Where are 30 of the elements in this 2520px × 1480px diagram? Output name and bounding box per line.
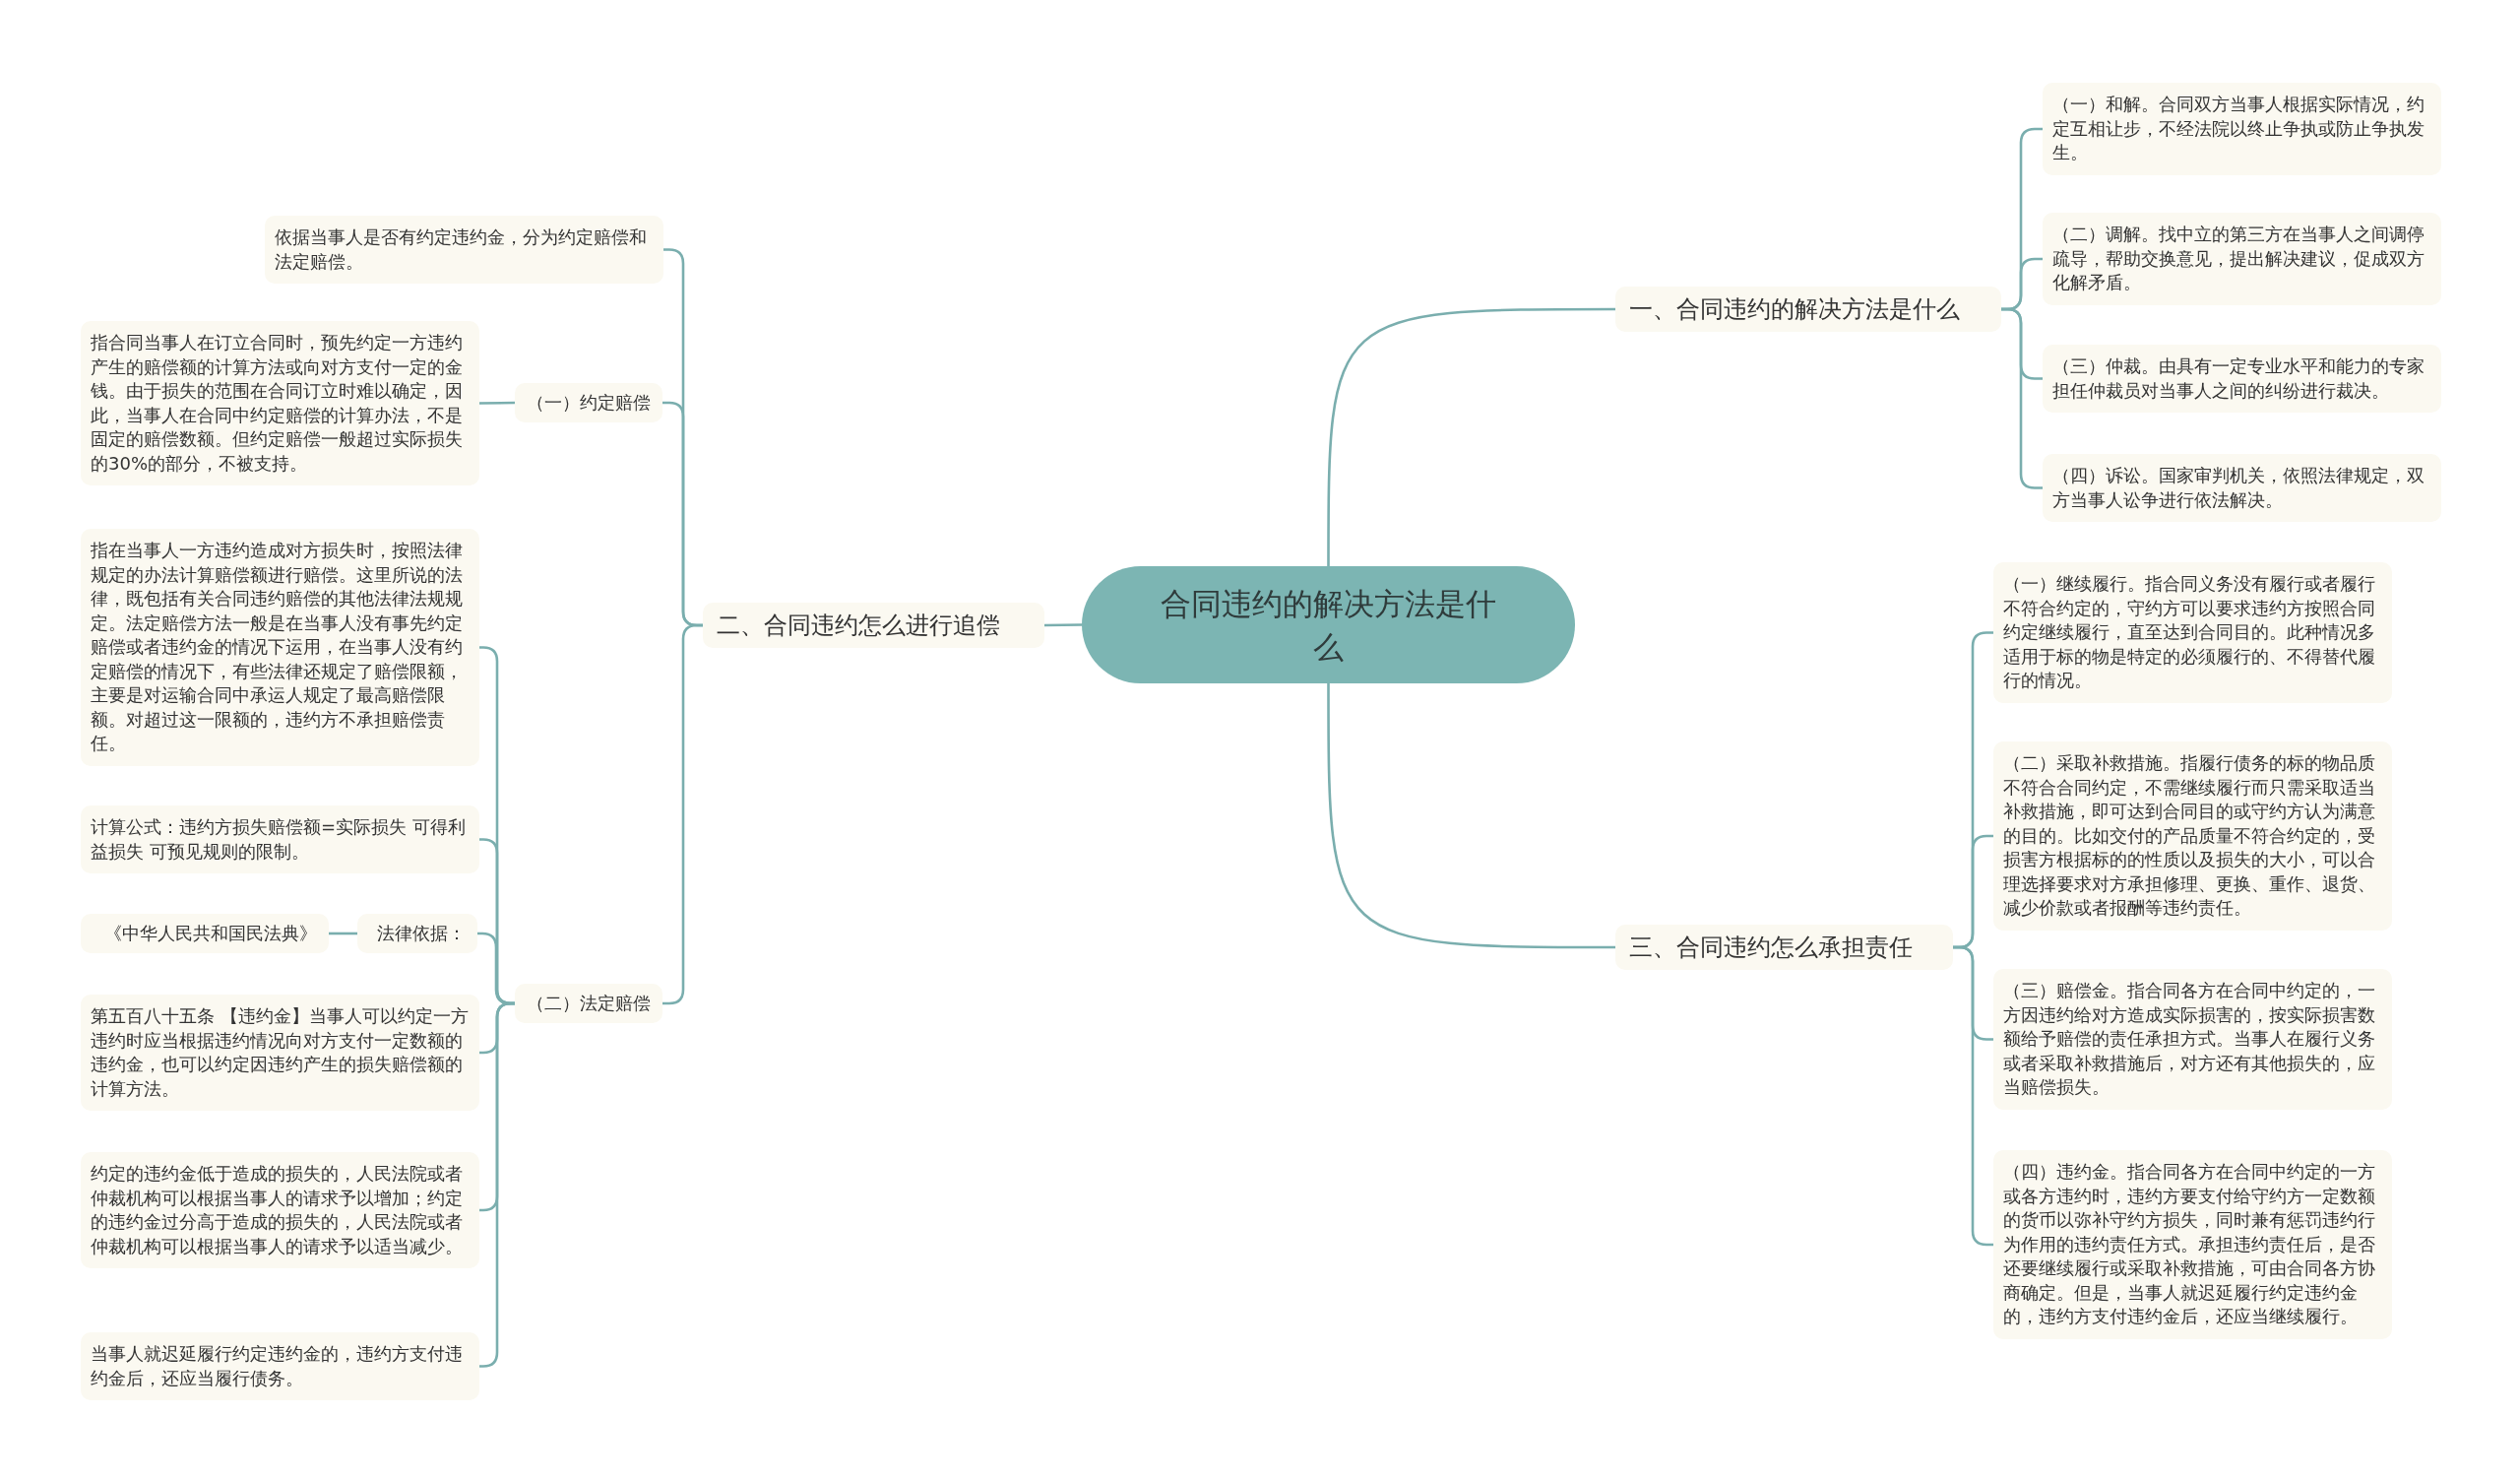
text-card: （四）诉讼。国家审判机关，依照法律规定，双方当事人讼争进行依法解决。 — [2043, 454, 2441, 522]
subtopic-label: （二）法定赔偿 — [515, 984, 662, 1023]
branch-topic: 二、合同违约怎么进行追偿 — [703, 603, 1044, 648]
connector-line — [1327, 307, 1615, 566]
connector-line — [1953, 945, 1993, 1247]
connector-line — [2001, 307, 2043, 489]
text-card: 约定的违约金低于造成的损失的，人民法院或者仲裁机构可以根据当事人的请求予以增加；约定的违约金过分高于造成的损失的，人民法院或者仲裁机构可以根据当事人的请求予以适当减少。 — [81, 1152, 479, 1268]
central-topic: 合同违约的解决方法是什么 — [1082, 566, 1575, 683]
text-card: 依据当事人是否有约定违约金，分为约定赔偿和法定赔偿。 — [265, 216, 663, 284]
connector-line — [329, 932, 357, 935]
text-card: （三）仲裁。由具有一定专业水平和能力的专家担任仲裁员对当事人之间的纠纷进行裁决。 — [2043, 345, 2441, 413]
text-card: 当事人就迟延履行约定违约金的，违约方支付违约金后，还应当履行债务。 — [81, 1332, 479, 1400]
branch-topic: 三、合同违约怎么承担责任 — [1615, 925, 1953, 970]
text-card: 计算公式：违约方损失赔偿额=实际损失 可得利益损失 可预见规则的限制。 — [81, 805, 479, 873]
subtopic-label: 法律依据： — [357, 914, 477, 953]
text-card: 指合同当事人在订立合同时，预先约定一方违约产生的赔偿额的计算方法或向对方支付一定的金钱。由于损失的范围在合同订立时难以确定，因此，当事人在合同中约定赔偿的计算办法，不是固定的赔偿数额。但约定赔偿一般超过实际损失的30%的部分，不被支持。 — [81, 321, 479, 485]
branch-topic: 一、合同违约的解决方法是什么 — [1615, 287, 2001, 332]
text-card: （一）继续履行。指合同义务没有履行或者履行不符合约定的，守约方可以要求违约方按照合同约定继续履行，直至达到合同目的。此种情况多适用于标的物是特定的必须履行的、不得替代履行的情况。 — [1993, 562, 2392, 703]
text-card: 第五百八十五条 【违约金】当事人可以约定一方违约时应当根据违约情况向对方支付一定数额的违约金，也可以约定因违约产生的损失赔偿额的计算方法。 — [81, 995, 479, 1111]
text-card: （二）采取补救措施。指履行债务的标的物品质不符合合同约定，不需继续履行而只需采取适当补救措施，即可达到合同目的或守约方认为满意的目的。比如交付的产品质量不符合约定的，受损害方根据标的的性质以及损失的大小，可以合理选择要求对方承担修理、更换、重作、退货、减少价款或者报酬等违约责任。 — [1993, 741, 2392, 931]
text-card: （三）赔偿金。指合同各方在合同中约定的，一方因违约给对方造成实际损害的，按实际损害数额给予赔偿的责任承担方式。当事人在履行义务或者采取补救措施后，对方还有其他损失的，应当赔偿损失。 — [1993, 969, 2392, 1110]
text-card: （一）和解。合同双方当事人根据实际情况，约定互相让步，不经法院以终止争执或防止争执发生。 — [2043, 83, 2441, 175]
text-card: 指在当事人一方违约造成对方损失时，按照法律规定的办法计算赔偿额进行赔偿。这里所说的法律，既包括有关合同违约赔偿的其他法律法规规定。法定赔偿方法一般是在当事人没有事先约定赔偿或者违约金的情况下运用，在当事人没有约定赔偿的情况下，有些法律还规定了赔偿限额，主要是对运输合同中承运人规定了最高赔偿限额。对超过这一限额的，违约方不承担赔偿责任。 — [81, 529, 479, 766]
connector-line — [1044, 623, 1082, 627]
subtopic-label: （一）约定赔偿 — [515, 383, 662, 422]
subtopic-label: 《中华人民共和国民法典》 — [81, 914, 329, 953]
text-card: （二）调解。找中立的第三方在当事人之间调停疏导，帮助交换意见，提出解决建议，促成双方化解矛盾。 — [2043, 213, 2441, 305]
connector-line — [479, 401, 515, 405]
text-card: （四）违约金。指合同各方在合同中约定的一方或各方违约时，违约方要支付给守约方一定数额的货币以弥补守约方损失，同时兼有惩罚违约行为作用的违约责任方式。承担违约责任后，是否还要继续履行或采取补救措施，可由合同各方协商确定。但是，当事人就迟延履行约定违约金的，违约方支付违约金后，还应当继续履行。 — [1993, 1150, 2392, 1339]
connector-line — [1327, 683, 1615, 949]
